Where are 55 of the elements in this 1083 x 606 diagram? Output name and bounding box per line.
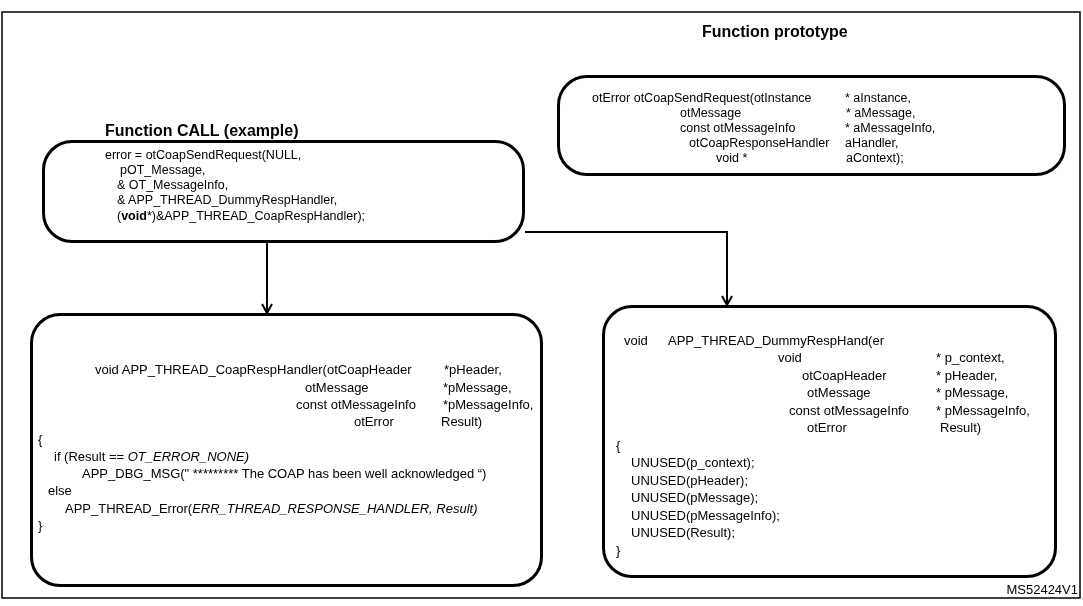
code-line: void * (716, 151, 748, 166)
code-line: else (48, 483, 72, 498)
arrow (261, 242, 273, 314)
code-line: UNUSED(Result); (631, 525, 735, 540)
code-line: APP_THREAD_DummyRespHand(er (668, 333, 884, 348)
code-line: * pMessage, (936, 385, 1009, 400)
code-line: & APP_THREAD_DummyRespHandler, (117, 193, 338, 208)
code-line: * pMessageInfo, (936, 403, 1030, 418)
code-line: (void*)&APP_THREAD_CoapRespHandler); (117, 209, 366, 224)
code-line: const otMessageInfo (789, 403, 909, 418)
code-line: if (Result == OT_ERROR_NONE) (54, 449, 250, 464)
code-line: void (624, 333, 648, 348)
code-line: Result) (441, 414, 483, 429)
code-line: UNUSED(p_context); (631, 455, 755, 470)
code-line: * aInstance, (845, 91, 911, 106)
code-line: otMessage (305, 380, 369, 395)
code-line: otCoapResponseHandler (689, 136, 830, 151)
code-line: } (616, 543, 621, 558)
code-line: * aMessageInfo, (845, 121, 936, 136)
section-heading: Function CALL (example) (105, 121, 299, 140)
section-heading: Function prototype (702, 22, 848, 41)
code-line: otMessage (680, 106, 742, 121)
code-line: otError (354, 414, 394, 429)
code-line: UNUSED(pMessageInfo); (631, 508, 780, 523)
code-line: * pHeader, (936, 368, 998, 383)
code-line: * p_context, (936, 350, 1005, 365)
code-line: otMessage (807, 385, 871, 400)
code-line: *pHeader, (444, 362, 502, 377)
code-line: } (38, 518, 43, 533)
code-line: * aMessage, (846, 106, 916, 121)
rounded-box (602, 305, 1057, 578)
code-line: { (616, 438, 621, 453)
code-line: *pMessage, (443, 380, 512, 395)
code-line: error = otCoapSendRequest(NULL, (105, 148, 302, 163)
code-line: Result) (940, 420, 982, 435)
code-line: *pMessageInfo, (443, 397, 534, 412)
code-line: otCoapHeader (802, 368, 887, 383)
code-line: otError otCoapSendRequest(otInstance (592, 91, 812, 106)
code-line: otError (807, 420, 847, 435)
code-line: const otMessageInfo (680, 121, 796, 136)
arrow (524, 231, 733, 306)
code-line: UNUSED(pMessage); (631, 490, 759, 505)
code-line: void APP_THREAD_CoapRespHandler(otCoapHeader (95, 362, 412, 377)
code-line: APP_DBG_MSG(" ********* The COAP has been well acknowledged “) (82, 466, 487, 481)
code-line: APP_THREAD_Error(ERR_THREAD_RESPONSE_HANDLER, Result) (65, 501, 478, 516)
code-line: { (38, 432, 43, 447)
rounded-box (30, 313, 543, 587)
code-line: aContext); (846, 151, 904, 166)
code-line: void (778, 350, 802, 365)
figure-code: MS52424V1 (1006, 582, 1078, 597)
code-line: aHandler, (845, 136, 899, 151)
code-line: const otMessageInfo (296, 397, 416, 412)
code-line: pOT_Message, (120, 163, 206, 178)
code-line: UNUSED(pHeader); (631, 473, 749, 488)
code-line: & OT_MessageInfo, (117, 178, 229, 193)
